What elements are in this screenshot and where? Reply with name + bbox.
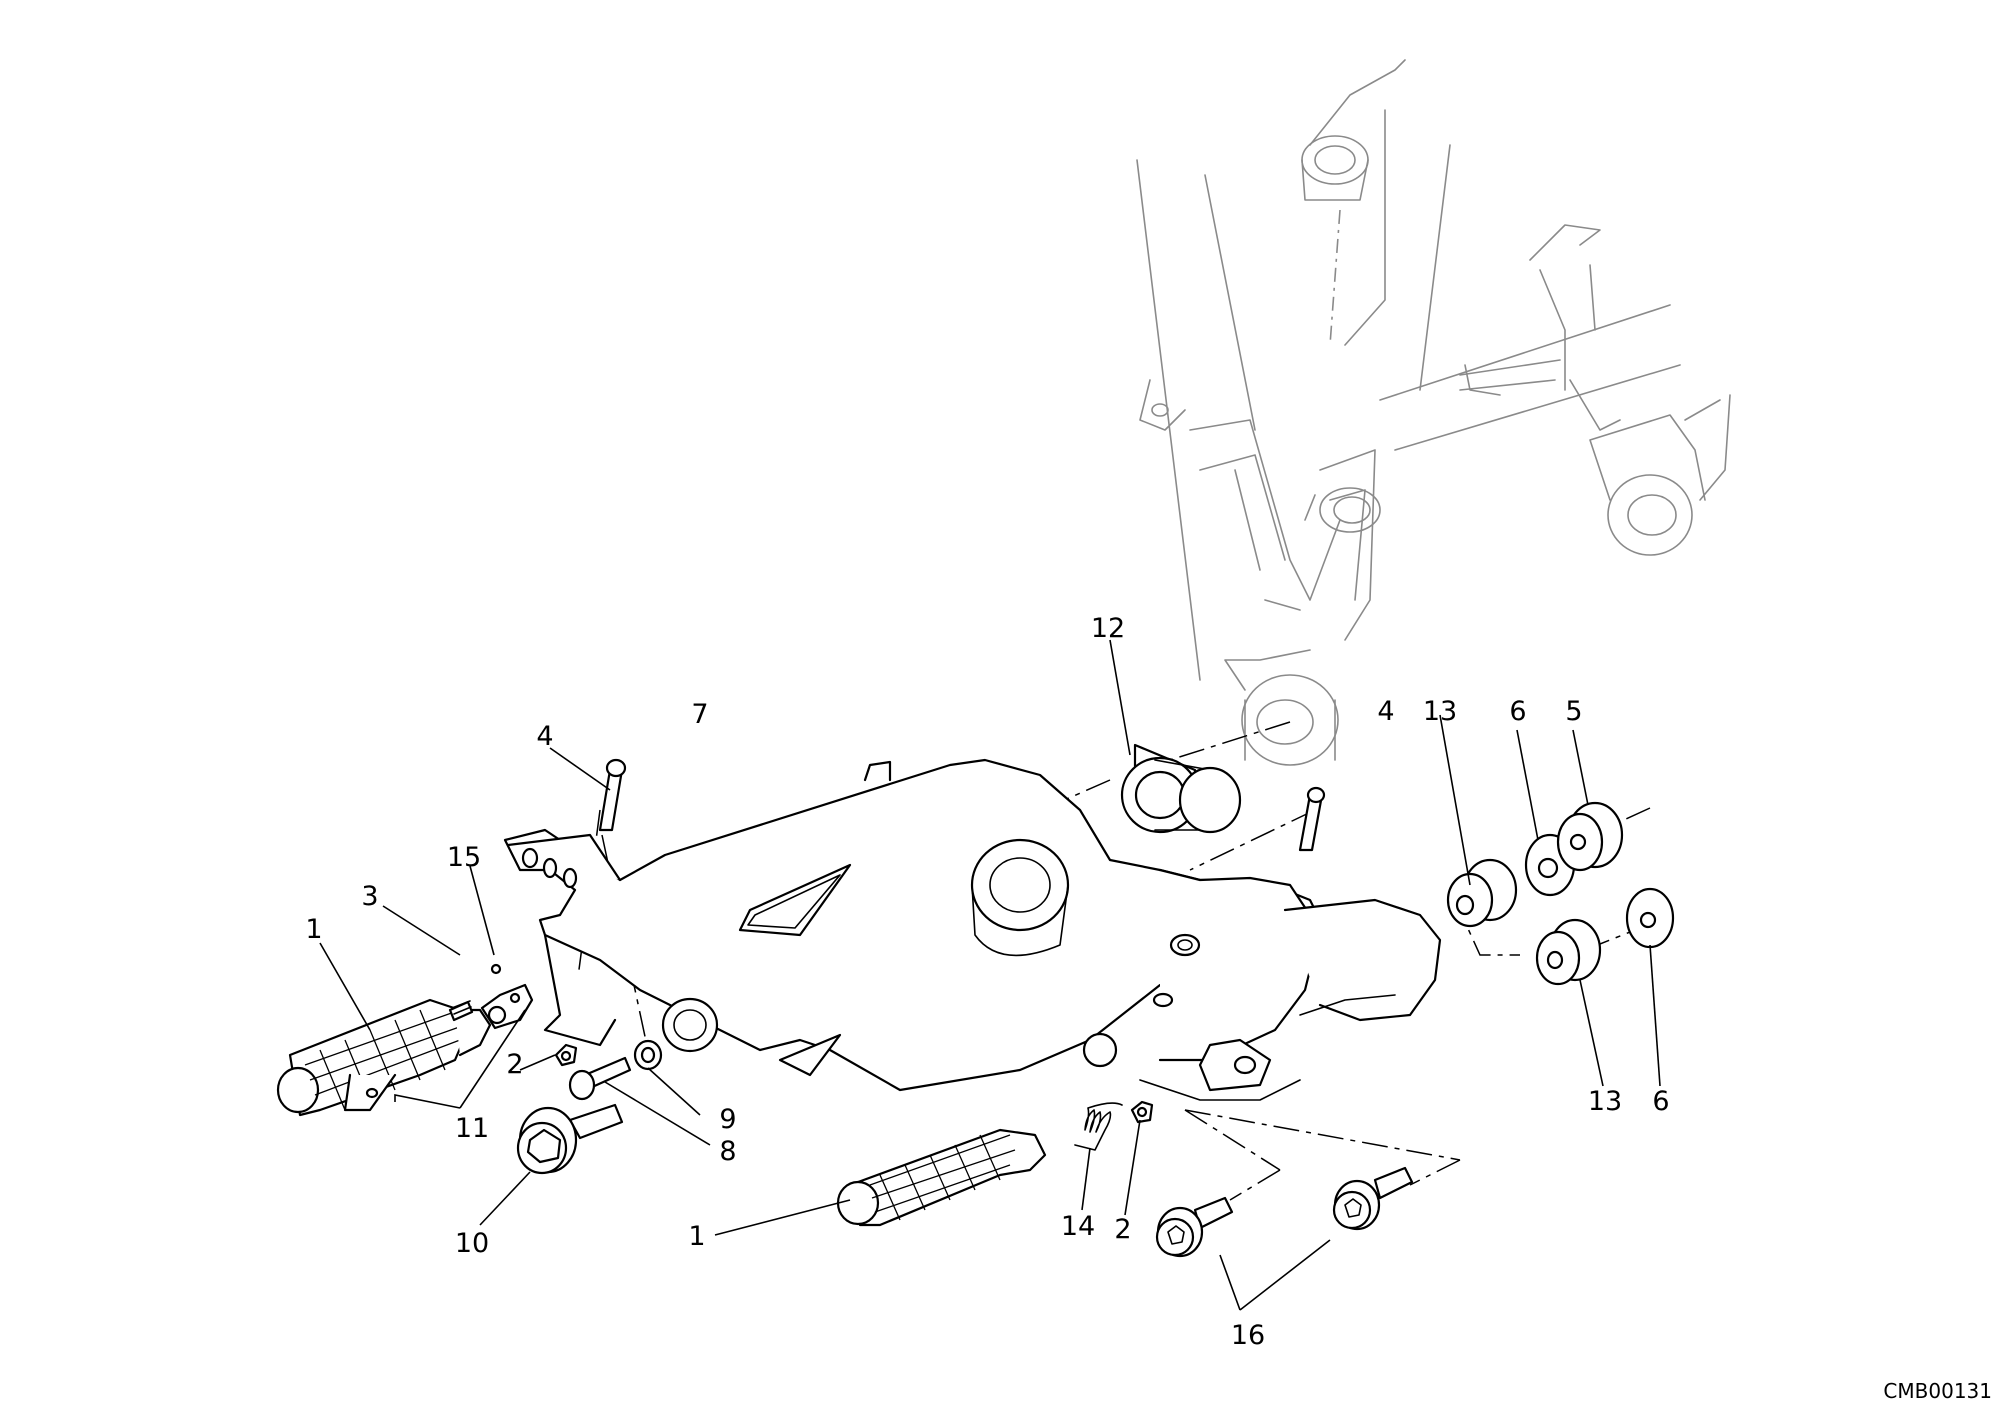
footpeg-hanger-bracket [503, 758, 1442, 1101]
callout-1-left: 1 [305, 914, 322, 945]
spacer-top [1446, 858, 1518, 928]
callout-11: 11 [455, 1113, 489, 1144]
leader-lines [319, 639, 1661, 1311]
flanged-bolt [516, 1103, 624, 1175]
circlip-left [554, 1043, 578, 1067]
callout-9: 9 [719, 1104, 736, 1135]
footpeg-left [276, 998, 492, 1117]
shoulder-bolt-left [1155, 1196, 1234, 1258]
shoulder-bolt-right [1332, 1166, 1414, 1231]
callout-6-bottom: 6 [1652, 1086, 1669, 1117]
drawing-code: CMB00131 [1883, 1379, 1992, 1403]
callout-4-left: 4 [536, 721, 553, 752]
callout-1-right: 1 [688, 1221, 705, 1252]
spacer-bottom [1535, 918, 1602, 986]
detent-spring [448, 1000, 474, 1022]
return-spring [1074, 1102, 1123, 1151]
pivot-pin-right [1298, 786, 1326, 852]
callout-15: 15 [447, 842, 481, 873]
callout-5: 5 [1565, 696, 1582, 727]
callout-8: 8 [719, 1136, 736, 1167]
motorcycle-frame [1136, 59, 1731, 766]
callout-12: 12 [1091, 613, 1125, 644]
footpeg-right [836, 1128, 1047, 1227]
callout-4-right: 4 [1377, 696, 1394, 727]
callout-7: 7 [691, 699, 708, 730]
pivot-pin-left [598, 758, 627, 832]
pin-left [568, 1056, 632, 1101]
callout-6-top: 6 [1509, 696, 1526, 727]
callout-3: 3 [361, 881, 378, 912]
callout-2-left: 2 [506, 1049, 523, 1080]
cap-nut [1556, 801, 1624, 872]
detent-ball [490, 963, 502, 975]
callout-2-right: 2 [1114, 1214, 1131, 1245]
washer-bottom [1625, 887, 1675, 949]
circlip-right [1130, 1100, 1154, 1124]
washer-left [633, 1039, 663, 1071]
pivot-bracket-left [480, 983, 534, 1030]
pivot-bushing [1120, 743, 1242, 834]
callout-10: 10 [455, 1228, 489, 1259]
callout-13-top: 13 [1423, 696, 1457, 727]
callout-16: 16 [1231, 1320, 1265, 1351]
callout-14: 14 [1061, 1211, 1095, 1242]
callout-13-bottom: 13 [1588, 1086, 1622, 1117]
